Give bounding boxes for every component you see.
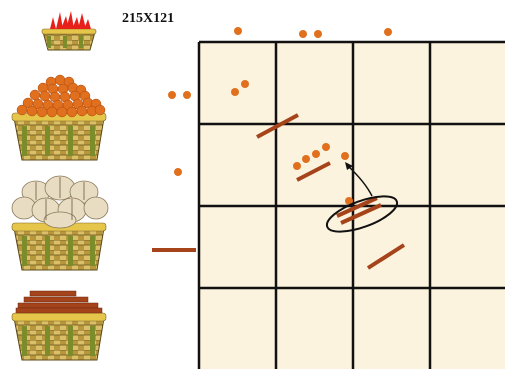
dot [302,155,310,163]
dot [322,143,330,151]
dot [183,91,191,99]
dot [312,150,320,158]
dot [293,162,301,170]
dot [384,28,392,36]
dot [299,30,307,38]
grid [199,42,505,369]
stick-basket-icon [12,291,106,360]
dot [168,91,176,99]
dot [234,27,242,35]
flower-basket-icon [42,11,96,50]
dot [174,168,182,176]
dot [314,30,322,38]
dot [241,80,249,88]
dot [231,88,239,96]
dot [341,152,349,160]
orange-basket-icon [12,75,106,160]
garlic-basket-icon [12,176,108,270]
